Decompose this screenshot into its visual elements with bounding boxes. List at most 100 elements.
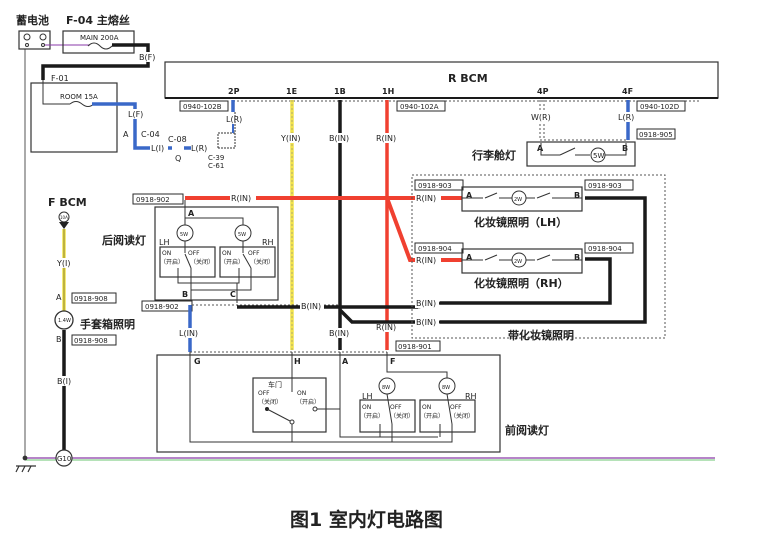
wire-label: R(IN) [376,134,396,143]
svg-text:B: B [574,191,580,200]
pin-1h: 1H [382,87,394,96]
trunk-lamp-box [526,141,636,167]
pin-f: F [390,357,395,366]
wire-label: L(R) [226,115,242,124]
connector-0918-901: 0918-901 [398,343,432,351]
wire-label: L(R) [191,144,207,153]
wire-label: B(IN) [416,318,436,327]
rh-label: RH [262,238,274,247]
pin-2p: 2P [228,87,240,96]
wire-label: B(IN) [329,329,349,338]
svg-text:OFF: OFF [450,404,462,411]
pin-label: B [182,290,188,299]
connector-0918-902: 0918-902 [136,196,170,204]
rh-label: RH [465,392,477,401]
connector-0918-908: 0918-908 [74,295,108,303]
vanity-lh: 0918-903 0918-903 R(IN) A B 2W 化妆镜照明（LH） [414,179,634,229]
connector-label: C-08 [168,135,187,144]
pin-label: C [230,290,236,299]
svg-text:5W: 5W [593,152,604,160]
svg-text:0918-904: 0918-904 [418,245,452,253]
svg-text:（开启）: （开启） [420,412,444,420]
front-reading-lamp-box [156,354,501,453]
svg-text:（开启）: （开启） [296,398,320,406]
connector-0918-905: 0918-905 [639,131,673,139]
wire-label: L(F) [128,110,143,119]
rear-rh-switch[interactable] [219,246,276,278]
battery-icon [18,30,51,50]
pin-a: A [342,357,349,366]
svg-text:（开启）: （开启） [220,258,244,266]
svg-text:G10: G10 [57,455,71,463]
svg-text:ON: ON [162,250,171,257]
wire-label: L(I) [151,144,164,153]
svg-text:OFF: OFF [258,390,270,397]
svg-text:0918-904: 0918-904 [588,245,622,253]
bulb-icon: 5W [176,224,194,242]
svg-text:OFF: OFF [248,250,260,257]
svg-text:2W: 2W [514,259,522,265]
glove-box-lamp-label: 手套箱照明 [80,317,135,331]
svg-text:（关闭）: （关闭） [450,412,474,420]
wire-label: B(IN) [301,302,321,311]
door-switch[interactable] [252,377,327,433]
svg-text:OFF: OFF [390,404,402,411]
fuse-icon [69,101,95,107]
fuse-10a-icon: 10A [58,211,70,229]
lh-label: LH [362,392,372,401]
svg-text:（关闭）: （关闭） [258,398,282,406]
vanity-rh: 0918-904 0918-904 R(IN) A B 2W 化妆镜照明（RH） [414,242,634,290]
connector-0940-102a: 0940-102A [400,103,439,111]
main-fuse-box [62,30,135,54]
pin-label: B [622,144,628,153]
door-label: 车门 [268,380,282,389]
svg-text:R(IN): R(IN) [416,256,436,265]
connector-0940-102b: 0940-102B [183,103,222,111]
rear-lh-switch[interactable] [159,246,216,278]
svg-text:（开启）: （开启） [160,258,184,266]
wire-label: B(IN) [329,134,349,143]
pin-1b: 1B [334,87,346,96]
trunk-lamp-label: 行李舱灯 [471,148,516,162]
svg-text:5W: 5W [238,232,246,238]
f01-label: F-01 [51,74,69,83]
wire-label: B(F) [139,53,155,62]
main-fuse-rating: MAIN 200A [80,34,119,42]
wire-b-f [41,43,150,80]
pin-4p: 4P [537,87,549,96]
wire-label: Y(I) [56,259,71,268]
svg-text:（关闭）: （关闭） [390,412,414,420]
front-reading-lamp-label: 前阅读灯 [505,423,549,437]
bulb-icon: 8W [378,377,396,395]
svg-text:0918-903: 0918-903 [588,182,622,190]
pin-1e: 1E [286,87,297,96]
svg-text:8W: 8W [382,385,390,391]
wire-label: W(R) [531,113,551,122]
bulb-icon: 5W [234,224,252,242]
rear-reading-lamp-box [154,206,279,301]
bulb-icon: 8W [438,377,456,395]
connector-0940-102d: 0940-102D [640,103,679,111]
svg-text:0918-903: 0918-903 [418,182,452,190]
svg-text:A: A [466,191,473,200]
svg-text:1.4W: 1.4W [58,318,71,324]
wire-label: B(IN) [416,299,436,308]
bulb-icon: 5W [590,147,606,163]
svg-text:5W: 5W [180,232,188,238]
svg-text:B: B [574,253,580,262]
svg-text:（开启）: （开启） [360,412,384,420]
pin-h: H [294,357,301,366]
svg-text:R(IN): R(IN) [416,194,436,203]
wire-label: B(I) [57,377,71,386]
connector-0918-902-bottom: 0918-902 [145,303,179,311]
connector-0918-908: 0918-908 [74,337,108,345]
svg-text:ON: ON [422,404,431,411]
pin-label: B [56,335,62,344]
r-bcm-box [164,61,719,99]
figure-title: 图1 室内灯电路图 [290,508,443,531]
fuse-icon [87,42,113,50]
svg-text:ON: ON [222,250,231,257]
connector-label: C-61 [208,162,224,170]
svg-text:（关闭）: （关闭） [250,258,274,266]
switch-icon [559,147,576,156]
